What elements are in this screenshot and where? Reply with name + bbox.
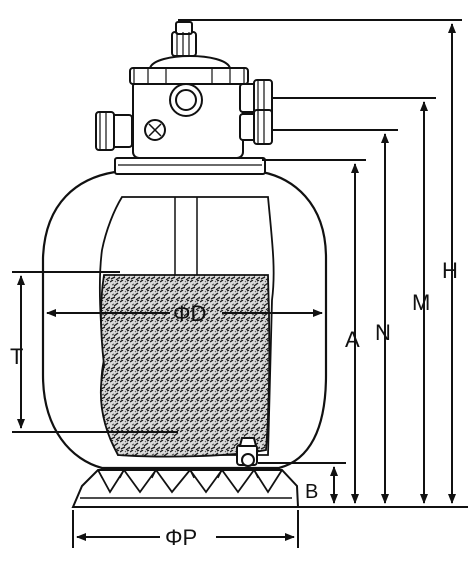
label-phi-P: ΦP bbox=[165, 525, 197, 550]
dimension-lines bbox=[12, 19, 468, 548]
sand-media bbox=[99, 274, 271, 458]
label-B: B bbox=[305, 481, 318, 503]
multiport-valve bbox=[95, 21, 273, 159]
label-T: T bbox=[10, 344, 23, 369]
drain-plug bbox=[236, 437, 258, 467]
tank-collar bbox=[114, 157, 266, 175]
label-M: M bbox=[412, 290, 430, 315]
label-N: N bbox=[375, 320, 391, 345]
label-phi-D: ΦD bbox=[173, 301, 206, 326]
base-stand bbox=[71, 468, 300, 508]
label-H: H bbox=[442, 258, 458, 283]
label-A: A bbox=[345, 327, 360, 352]
